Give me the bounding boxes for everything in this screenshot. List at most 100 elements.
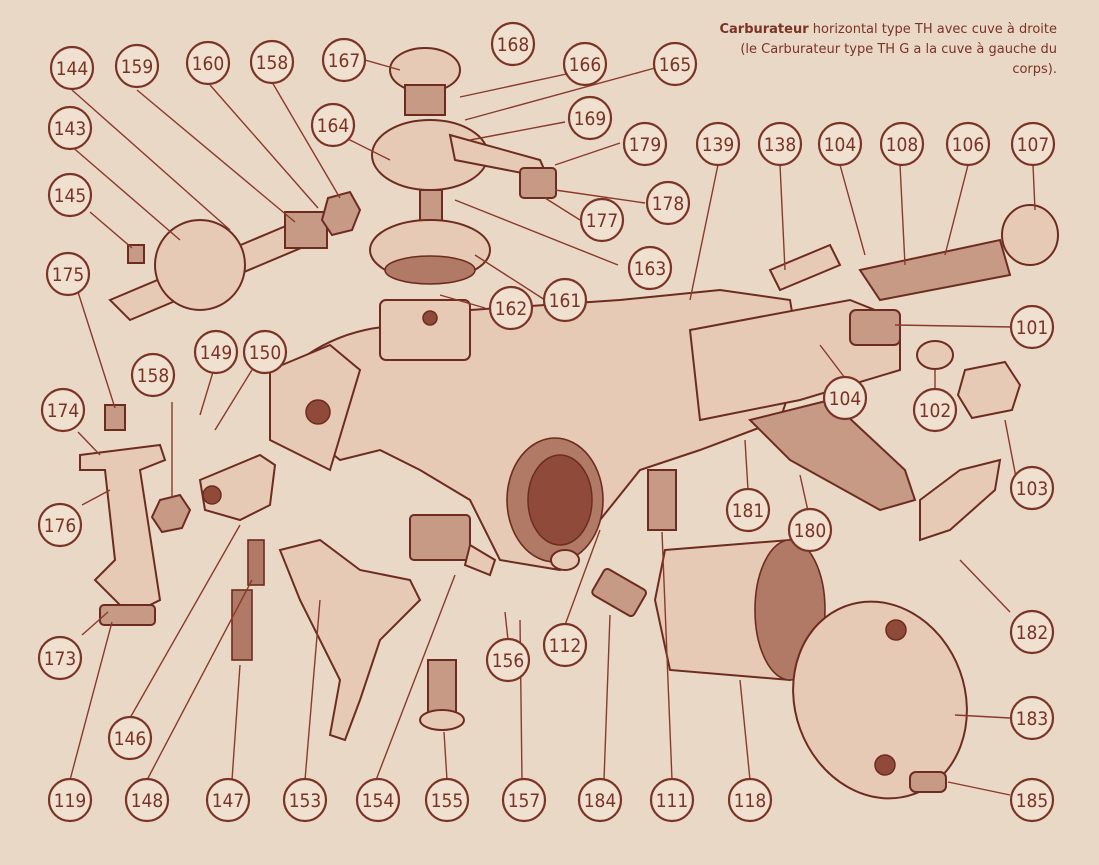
callout-158: 158: [130, 352, 176, 398]
callout-number: 168: [497, 34, 530, 56]
cover-hole-top: [885, 619, 907, 641]
callout-139: 139: [695, 121, 741, 167]
callout-number: 147: [212, 790, 245, 812]
leader-183: [954, 714, 1011, 719]
callout-149: 149: [193, 329, 239, 375]
caption-text: horizontal type TH avec cuve à droite (l…: [740, 22, 1057, 77]
leader-160: [209, 84, 319, 209]
lever-clamp: [519, 167, 557, 199]
callout-144: 144: [49, 45, 95, 91]
leader-144: [71, 89, 231, 231]
callout-168: 168: [490, 21, 536, 67]
callout-number: 183: [1016, 708, 1049, 730]
callout-174: 174: [40, 387, 86, 433]
callout-145: 145: [47, 172, 93, 218]
callout-112: 112: [542, 622, 588, 668]
leader-178: [554, 189, 646, 204]
callout-circle: [542, 622, 588, 668]
callout-circle: [205, 777, 251, 823]
callout-number: 166: [569, 54, 602, 76]
callout-180: 180: [787, 507, 833, 553]
leader-146: [129, 524, 241, 719]
callout-number: 139: [702, 134, 735, 156]
pin-157: [463, 543, 497, 577]
screw-174: [104, 404, 126, 431]
carburetor-parts: [79, 47, 1059, 800]
callout-176: 176: [37, 502, 83, 548]
leader-150: [214, 364, 256, 431]
callout-104: 104: [822, 375, 868, 421]
callout-118: 118: [727, 777, 773, 823]
callout-circle: [579, 197, 625, 243]
threaded-fitting: [858, 238, 1012, 302]
callout-number: 162: [495, 298, 528, 320]
callout-circle: [193, 329, 239, 375]
callout-number: 149: [200, 342, 233, 364]
callout-154: 154: [355, 777, 401, 823]
leader-119: [69, 621, 113, 781]
callout-158: 158: [249, 39, 295, 85]
leader-169: [469, 121, 566, 141]
callout-164: 164: [310, 102, 356, 148]
callout-173: 173: [37, 635, 83, 681]
callout-circle: [40, 387, 86, 433]
callout-number: 158: [256, 52, 289, 74]
callout-182: 182: [1009, 609, 1055, 655]
leader-153: [304, 599, 321, 781]
callout-146: 146: [107, 715, 153, 761]
callout-circle: [562, 41, 608, 87]
leader-155: [443, 731, 448, 781]
callout-111: 111: [649, 777, 695, 823]
leader-173: [81, 611, 109, 636]
leader-112: [564, 529, 601, 626]
needle-nut: [284, 211, 328, 249]
bracket-176: [79, 443, 167, 617]
callout-circle: [485, 637, 531, 683]
jet-111: [647, 469, 677, 531]
leader-101: [894, 324, 1013, 328]
leader-156: [504, 611, 509, 641]
callout-circle: [488, 285, 534, 331]
callout-circle: [282, 777, 328, 823]
callout-178: 178: [645, 180, 691, 226]
callout-104: 104: [817, 121, 863, 167]
seal-disc: [154, 219, 246, 311]
flange-hole: [305, 399, 331, 425]
callout-number: 138: [764, 134, 797, 156]
leader-138: [779, 164, 786, 271]
hex-nut-158: [320, 190, 362, 237]
callout-102: 102: [912, 387, 958, 433]
callout-circle: [945, 121, 991, 167]
callout-number: 184: [584, 790, 617, 812]
callout-number: 169: [574, 108, 607, 130]
callout-circle: [649, 777, 695, 823]
callout-183: 183: [1009, 695, 1055, 741]
callout-153: 153: [282, 777, 328, 823]
callout-circle: [1009, 609, 1055, 655]
leader-162: [439, 294, 486, 309]
leader-166: [459, 69, 586, 98]
leader-176: [81, 489, 111, 506]
gasket-112: [550, 549, 580, 571]
callout-number: 174: [47, 400, 80, 422]
leader-179: [554, 142, 621, 166]
callout-number: 145: [54, 185, 87, 207]
callout-circle: [114, 43, 160, 89]
callout-184: 184: [577, 777, 623, 823]
callout-162: 162: [488, 285, 534, 331]
screw-155-head: [419, 709, 465, 731]
leader-161: [474, 254, 546, 301]
callout-166: 166: [562, 41, 608, 87]
callout-157: 157: [501, 777, 547, 823]
callout-number: 143: [54, 118, 87, 140]
leader-145: [89, 211, 133, 249]
callout-circle: [1009, 695, 1055, 741]
callout-160: 160: [185, 40, 231, 86]
callout-circle: [627, 245, 673, 291]
callout-177: 177: [579, 197, 625, 243]
leader-163: [454, 199, 619, 266]
callout-circle: [37, 502, 83, 548]
lever-153: [278, 538, 422, 742]
